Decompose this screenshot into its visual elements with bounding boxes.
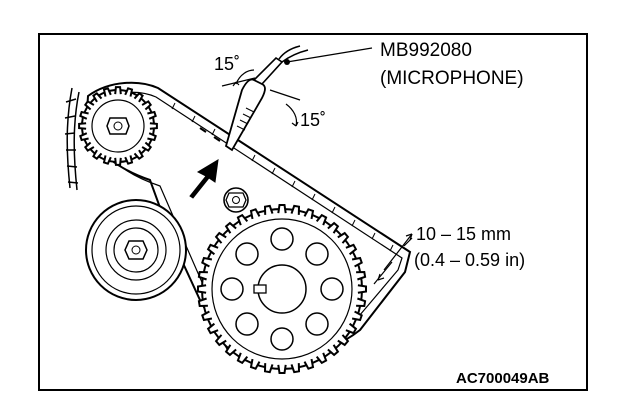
sprocket-tooth [102,155,112,165]
sprocket-tooth [92,91,103,103]
angle-indicators [221,69,301,127]
sprocket-tooth [83,100,95,111]
sprocket-tooth [141,141,153,152]
sprocket-tooth [277,364,287,374]
sprocket-tooth [214,231,227,244]
sprocket-tooth [83,141,95,152]
sprocket-tooth [92,149,103,161]
sprocket-tooth [147,110,157,120]
distance-mm-label: 10 – 15 mm [416,224,511,244]
sprocket-tooth [133,91,144,103]
sprocket-tooth [197,284,207,294]
sprocket-tooth [133,149,144,161]
sprocket-tooth [114,86,122,95]
push-direction-arrow [189,159,219,199]
sprocket-tooth [303,358,315,370]
sprocket-tooth [263,363,274,374]
sprocket-tooth [206,322,219,335]
sprocket-tooth [337,334,350,347]
camshaft-sprocket-small [78,86,158,166]
sprocket-tooth [78,122,87,130]
distance-dimension [373,233,413,285]
sprocket-tooth [337,231,350,244]
sprocket-tooth [201,256,213,268]
sprocket-tooth [236,352,249,365]
idler-bolt [223,187,249,213]
sprocket-tooth [315,352,328,365]
sprocket-tooth [201,310,213,322]
sprocket-tooth [79,132,89,142]
sprocket-tooth [345,243,358,256]
sprocket-tooth [345,322,358,335]
sprocket-tooth [290,363,301,374]
sprocket-tooth [277,204,287,214]
tool-code-label: MB992080 [380,40,472,61]
sprocket-tooth [149,122,158,130]
sprocket-tooth [249,208,261,220]
sprocket-tooth [141,100,153,111]
hose-left [64,87,80,191]
sprocket-tooth [263,204,274,215]
sprocket-tooth [197,270,208,281]
sprocket-tooth [114,157,122,166]
sprocket-tooth [124,155,134,165]
sprocket-tooth [356,297,367,308]
sprocket-tooth [356,270,367,281]
sprocket-tooth [79,110,89,120]
sprocket-tooth [351,310,363,322]
distance-in-label: (0.4 – 0.59 in) [414,250,525,270]
lightening-holes [220,227,344,351]
microphone-tool [224,45,373,152]
tool-name-label: (MICROPHONE) [380,68,524,89]
crankshaft-sprocket-large [197,204,367,374]
sprocket-tooth [124,87,134,97]
tensioner-pulley [85,199,187,301]
sprocket-tooth [303,208,315,220]
angle-upper-label: 15˚ [214,54,240,74]
figure-id-label: AC700049AB [456,370,550,387]
sprocket-tooth [357,284,367,294]
sprocket-tooth [102,87,112,97]
sprocket-tooth [249,358,261,370]
sprocket-tooth [224,344,237,357]
sprocket-tooth [236,213,249,226]
sprocket-tooth [224,221,237,234]
sprocket-tooth [290,204,301,215]
sprocket-tooth [197,297,208,308]
sprocket-tooth [327,221,340,234]
angle-lower-label: 15˚ [300,110,326,130]
sprocket-tooth [315,213,328,226]
sprocket-tooth [214,334,227,347]
sprocket-tooth [351,256,363,268]
sprocket-tooth [147,132,157,142]
sprocket-tooth [206,243,219,256]
sprocket-tooth [327,344,340,357]
